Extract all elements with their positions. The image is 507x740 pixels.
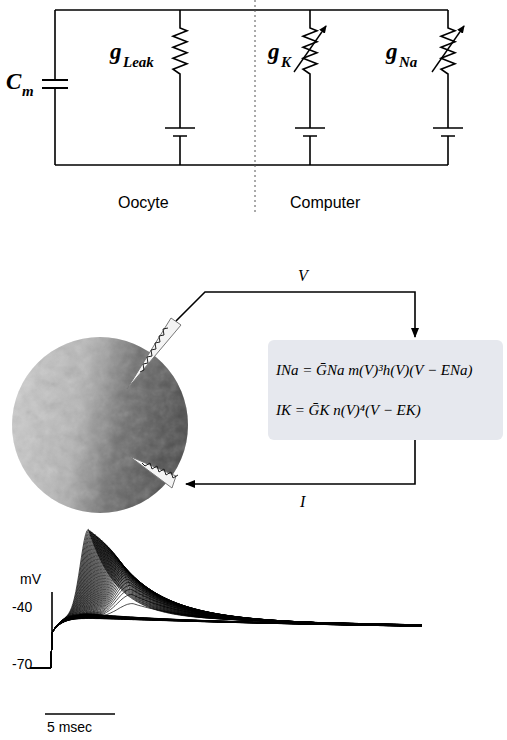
voltage-trace: [30, 619, 422, 669]
label-subscript: m: [22, 84, 34, 99]
voltage-trace: [30, 531, 422, 668]
voltage-trace: [30, 614, 422, 668]
resistor-symbol: [441, 10, 455, 128]
voltage-trace: [30, 615, 422, 669]
voltage-trace: [30, 618, 422, 668]
signal-name: I: [300, 494, 305, 510]
conductance-label: g: [268, 40, 280, 63]
axis-unit: mV: [20, 572, 41, 586]
oocyte-texture: [12, 337, 188, 513]
voltage-trace: [30, 532, 422, 668]
electrode-pipette: [127, 318, 181, 389]
section-label: Computer: [290, 195, 360, 211]
voltage-trace: [30, 618, 422, 668]
voltage-trace: [30, 615, 422, 668]
equation: INa = ḠNa m(V)³h(V)(V − ENa): [276, 361, 473, 379]
oocyte: [12, 337, 188, 513]
label-subscript: Na: [399, 55, 417, 70]
voltage-trace: [30, 533, 422, 668]
voltage-trace: [30, 536, 422, 668]
variable-arrow: [294, 26, 326, 72]
voltage-trace: [30, 614, 422, 668]
capacitor-symbol: [42, 80, 68, 88]
axis-tick: -40: [12, 600, 32, 614]
voltage-traces: [30, 529, 422, 714]
circuit: [42, 10, 464, 165]
voltage-trace: [30, 536, 422, 668]
voltage-trace: [30, 547, 422, 668]
scale-bar: [51, 592, 53, 650]
electrode-resistance: [142, 463, 178, 478]
resistor-symbol: [303, 10, 317, 128]
voltage-trace: [30, 618, 422, 668]
voltage-trace: [30, 615, 422, 668]
voltage-trace: [30, 530, 422, 668]
section-label: Oocyte: [118, 195, 169, 211]
voltage-trace: [30, 614, 422, 668]
trace-group: [30, 529, 422, 668]
conductance-label: g: [110, 40, 122, 63]
scale-label: 5 msec: [47, 720, 92, 734]
voltage-trace: [30, 535, 422, 668]
voltage-trace: [30, 542, 422, 668]
label-subscript: Leak: [123, 55, 154, 70]
voltage-trace: [30, 534, 422, 668]
voltage-trace: [30, 615, 422, 668]
conductance-label: g: [386, 40, 398, 63]
battery-symbol: [295, 128, 325, 165]
equation: IK = ḠK n(V)⁴(V − EK): [276, 401, 421, 419]
variable-arrow: [432, 26, 464, 72]
signal-name: V: [298, 268, 308, 284]
voltage-trace: [30, 532, 422, 668]
equation-box: INa = ḠNa m(V)³h(V)(V − ENa) IK = ḠK n(V)…: [268, 340, 503, 440]
wire: [55, 10, 448, 165]
capacitor-label: C: [6, 70, 21, 93]
battery-symbol: [165, 128, 195, 165]
voltage-trace: [30, 529, 422, 668]
label-subscript: K: [281, 55, 291, 70]
voltage-trace: [30, 534, 422, 668]
voltage-wire: [176, 292, 415, 337]
electrode-resistance: [140, 328, 168, 372]
resistor-symbol: [173, 10, 187, 128]
divider-line: [255, 0, 256, 215]
voltage-trace: [30, 552, 422, 668]
voltage-trace: [30, 556, 422, 668]
battery-symbol: [433, 128, 463, 165]
voltage-trace: [30, 615, 422, 668]
current-wire: [186, 440, 415, 484]
scale-bar: [45, 713, 115, 715]
axis-tick: -70: [12, 657, 32, 671]
electrode-pipette: [129, 456, 176, 488]
